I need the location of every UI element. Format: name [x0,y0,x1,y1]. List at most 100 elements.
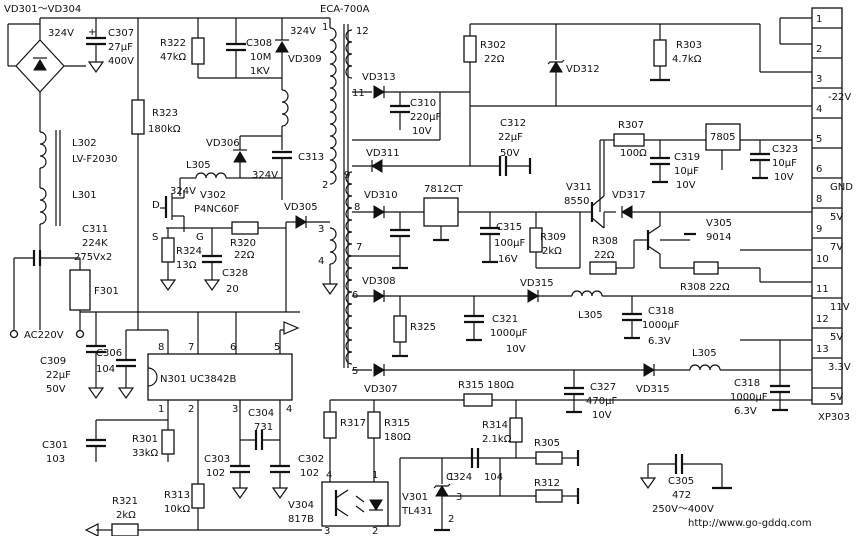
value-c309: 22μF [46,370,71,381]
value-c302: 102 [300,468,319,479]
label-r313: R313 [164,490,190,501]
value-r309: 2kΩ [542,246,562,257]
ic-pin-6: 6 [230,342,236,353]
diode-vd315-b [643,363,690,377]
value-r308-a: 22Ω [594,250,615,261]
value-c323: 10μF [772,158,797,169]
value-c305: 472 [672,490,691,501]
capacitor-c306 [116,329,138,400]
tpin-8: 8 [354,202,360,213]
label-c318-a: C318 [648,306,674,317]
label-ic: N301 UC3842B [160,374,236,385]
label-v301: V301 [402,492,428,503]
capacitor-c301 [86,420,106,462]
value-c328: 20 [226,284,239,295]
pin-s: S [152,232,158,243]
label-f301: F301 [94,286,119,297]
tpin-11: 11 [352,88,365,99]
value-c310: 220μF [410,112,441,123]
label-r321: R321 [112,496,138,507]
connector-pin-label: 3.3V [828,362,851,373]
label-ac: AC220V [24,330,64,341]
value-r320: 22Ω [234,250,255,261]
capacitor-c328 [202,228,222,292]
diode-vd307 [373,363,644,377]
value-r302: 22Ω [484,54,505,65]
label-c301: C301 [42,440,68,451]
connector-pin-label: 5V [830,392,843,403]
connector-pin-number: 10 [816,254,829,265]
capacitor-c324 [470,448,480,468]
tpin-4: 4 [318,256,324,267]
tl431-pin-2: 2 [448,514,454,525]
label-v305: V305 [706,218,732,229]
label-c308: C308 [246,38,272,49]
tpin-3: 3 [318,224,324,235]
label-c309: C309 [40,356,66,367]
tpin-12: 12 [356,26,369,37]
diode-vd306 [233,135,282,179]
label-r309: R309 [540,232,566,243]
capacitor-c315 [480,212,500,264]
connector-pin-label: 11V [830,302,850,313]
resistor-r325 [393,315,407,343]
connector-pin-label: 5V [830,212,843,223]
ic-pin-8: 8 [158,342,164,353]
value-c319-voltage: 10V [676,180,696,191]
aux-winding [329,227,337,265]
resistor-r317 [323,411,337,439]
label-7805: 7805 [710,132,735,143]
common-mode-choke [39,108,61,330]
svg-text:+: + [88,27,96,38]
diode-vd309 [275,18,289,78]
resistor-r320 [231,221,259,235]
value-r313: 10kΩ [164,504,191,515]
value-c318-b-voltage: 6.3V [734,406,757,417]
label-l302-part: LV-F2030 [72,154,118,165]
zener-vd312 [547,24,565,106]
value-c308: 10M [250,52,271,63]
value-c311-rating: 275Vx2 [74,252,112,263]
connector-xp303 [811,7,843,405]
value-c321: 1000μF [490,328,528,339]
value-v301: TL431 [401,506,433,517]
resistor-r314 [509,417,523,443]
value-r323: 180kΩ [148,124,181,135]
connector-pin-number: 12 [816,314,829,325]
label-c304: C304 [248,408,274,419]
resistor-r323 [131,99,145,135]
connector-pin-number: 9 [816,224,822,235]
capacitor-c312 [498,156,532,176]
label-vd317: VD317 [612,190,646,201]
resistor-r321 [111,523,139,536]
value-c318-a: 1000μF [642,320,680,331]
tpin-7: 7 [356,242,362,253]
diode-vd311 [371,159,500,173]
transistor-v311 [579,140,616,268]
value-c327: 470μF [586,396,617,407]
label-r302: R302 [480,40,506,51]
capacitor-c313 [272,150,292,200]
label-c324: C324 [446,472,472,483]
label-r314: R314 [482,420,508,431]
resistor-r322 [191,37,205,65]
label-c323: C323 [772,144,798,155]
label-324v-mid: 324V [252,170,278,181]
tl431-pin-3: 3 [456,492,462,503]
capacitor-c318-a [622,296,642,340]
value-c301: 103 [46,454,65,465]
diode-vd317 [621,205,812,219]
value-c308-voltage: 1KV [250,66,270,77]
label-r322: R322 [160,38,186,49]
label-r301: R301 [132,434,158,445]
label-r312: R312 [534,478,560,489]
opto-pin-4: 4 [326,470,332,481]
value-c310-voltage: 10V [412,126,432,137]
capacitor-c321 [464,296,484,342]
value-r322: 47kΩ [160,52,187,63]
inductor-l305-c [689,364,812,371]
label-l301: L301 [72,190,97,201]
capacitor-c308 [226,18,246,78]
opto-pin-2: 2 [372,526,378,536]
label-c318-b: C318 [734,378,760,389]
